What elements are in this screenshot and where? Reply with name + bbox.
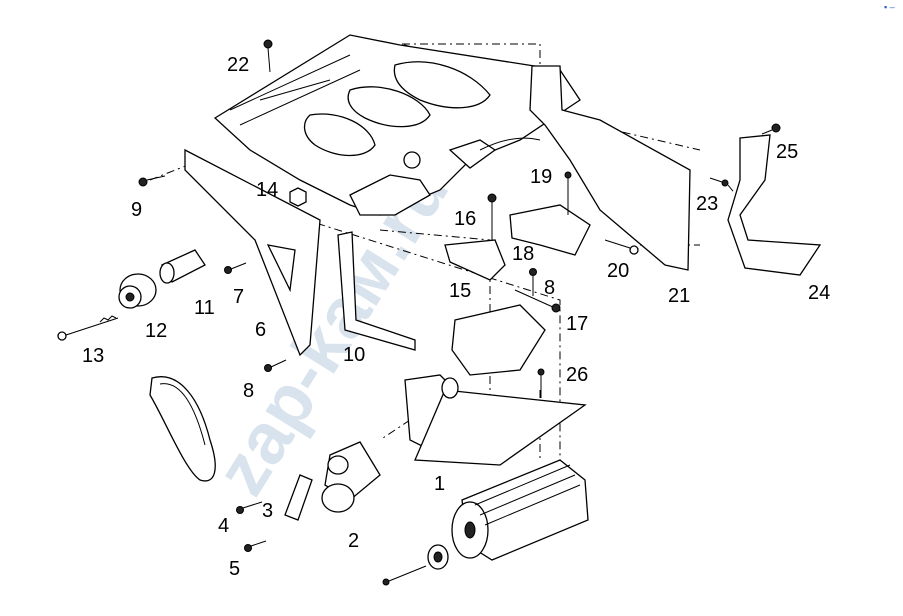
bracket-24-part <box>727 134 822 276</box>
bolt-22-part <box>263 39 273 73</box>
callout-23: 23 <box>696 193 718 215</box>
callout-16: 16 <box>454 208 476 230</box>
nut-14-part <box>289 187 307 207</box>
callout-1: 1 <box>434 473 445 495</box>
screw-8-left-part <box>264 359 287 372</box>
callout-22: 22 <box>227 54 249 76</box>
callout-18: 18 <box>512 243 534 265</box>
bolt-25-part <box>761 123 781 135</box>
corner-mark: ▪ ‒ <box>884 2 895 12</box>
clamp-19-part <box>509 204 591 256</box>
callout-15: 15 <box>449 280 471 302</box>
bolt-26-part <box>537 368 545 398</box>
base-frame-part <box>213 34 581 216</box>
callout-8-left: 8 <box>243 380 254 402</box>
callout-6: 6 <box>255 319 266 341</box>
bracket-10-part <box>337 231 416 351</box>
bolt-17-part <box>514 289 561 313</box>
callout-labels: 1 2 3 4 5 6 7 8 8 9 10 11 12 13 14 15 16… <box>82 54 830 580</box>
screw-4-part <box>236 501 263 514</box>
callout-14: 14 <box>256 179 278 201</box>
callout-13: 13 <box>82 345 104 367</box>
bolt-20-part <box>604 239 639 255</box>
callout-24: 24 <box>808 282 830 304</box>
callout-20: 20 <box>607 260 629 282</box>
motor-part <box>451 459 589 561</box>
callout-4: 4 <box>218 515 229 537</box>
tensioner-2-part <box>321 441 381 513</box>
belt-part <box>149 376 216 482</box>
callout-11: 11 <box>194 297 215 319</box>
side-plate-6-part <box>184 148 321 357</box>
callout-7: 7 <box>233 286 244 308</box>
callout-17: 17 <box>566 313 588 335</box>
motor-mount-upper-part <box>451 304 546 376</box>
bolt-9-part <box>138 175 166 187</box>
bolt-16-part <box>487 193 497 240</box>
callout-5: 5 <box>229 558 240 580</box>
callout-2: 2 <box>348 530 359 552</box>
pulley-12-part <box>118 273 157 309</box>
spacer-11-part <box>159 249 206 284</box>
callout-9: 9 <box>131 199 142 221</box>
screw-7-part <box>224 262 247 274</box>
motor-pulley-part <box>382 544 449 586</box>
bolt-23-part <box>709 177 729 187</box>
screw-5-part <box>244 540 267 552</box>
callout-25: 25 <box>776 141 798 163</box>
bolt-19-part <box>564 171 572 215</box>
cover-21-part <box>529 65 691 271</box>
callout-3: 3 <box>262 500 273 522</box>
callout-10: 10 <box>343 344 365 366</box>
bolt-13-part <box>57 315 119 341</box>
bolt-18-part <box>529 268 537 296</box>
callout-8-right: 8 <box>544 277 555 299</box>
spring-3-part <box>284 474 313 521</box>
callout-19: 19 <box>530 166 552 188</box>
callout-21: 21 <box>668 285 690 307</box>
callout-26: 26 <box>566 364 588 386</box>
motor-bracket-1-part <box>404 374 587 466</box>
callout-12: 12 <box>145 320 167 342</box>
hinge-15-part <box>444 239 506 281</box>
